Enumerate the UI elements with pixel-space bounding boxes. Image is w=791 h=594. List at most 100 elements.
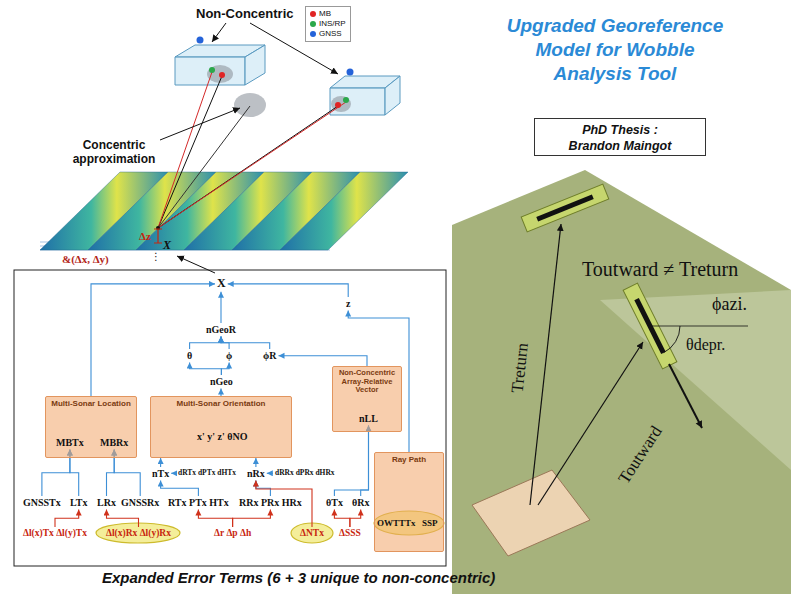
variable-node: ΔSSS [337,527,363,540]
connector [221,337,270,350]
variable-node: GNSSTx [21,496,63,510]
sensor-dots [197,37,354,109]
dz-bracket [154,229,162,243]
variable-label: x' y' z' θNO [197,431,248,443]
variable-node: MBRx [98,436,130,450]
variable-label: MBRx [100,437,128,449]
variable-label: GNSSTx [23,497,61,509]
annotation: ϕazi. [712,294,747,315]
swath-region [452,170,791,594]
variable-label: nTx [152,468,169,480]
variable-node: nGeo [208,375,235,389]
annotation: Δz [139,230,151,242]
variable-node: ΔNTx [298,527,326,540]
annotation: &(Δx, Δy) [62,253,109,265]
box-heading: Brandon Maingot [539,138,701,154]
annotation: θdepr. [686,336,725,354]
connector [171,473,176,474]
variable-node: Δl(x)Rx Δl(y)Rx [104,527,173,540]
annotation: X [163,238,171,253]
variable-node: dRRx dPRx dHRx [273,468,337,479]
legend-item: GNSS [310,29,346,39]
connector [361,426,369,497]
connector [279,356,368,366]
variable-label: GNSSRx [121,497,159,509]
connector [160,458,161,467]
variable-label: OWTTTx [377,518,416,528]
variable-label: z [346,298,350,310]
swath-light [600,290,791,470]
variable-node: nGeoR [204,323,238,337]
variable-label: nRx [247,468,265,480]
variable-node: ϕR [261,349,278,363]
connector [161,481,199,497]
connector [256,481,271,497]
variable-node: z [344,297,352,311]
ray-lines [158,72,346,228]
variable-node: dRTx dPTx dHTx [176,468,238,479]
variable-label: ΔNTx [300,528,324,539]
connector [334,510,350,528]
variable-node: RTx PTx HTx [166,496,231,510]
connector [55,510,79,528]
annotation: Toutward ≠ Treturn [582,258,738,281]
connector [228,284,349,297]
box-heading: Non-Concentric Array-Relative Vector [333,367,401,395]
variable-label: θTx [326,497,343,509]
connector [334,426,368,497]
variable-node: X [215,276,228,292]
variable-label: nGeo [210,376,233,388]
caption: Expanded Error Terms (6 + 3 unique to no… [102,569,495,586]
variable-label: dRRx dPRx dHRx [275,469,335,478]
variable-label: ϕR [263,350,276,362]
connector [190,363,222,376]
pointer-arrows [160,23,338,273]
variable-label: MBTx [56,437,84,449]
variable-label: θRx [352,497,369,509]
box-heading: Ray Path [375,453,443,464]
legend-item: INS/RP [310,19,346,29]
legend-swatch [310,31,316,37]
target-footprint [472,470,590,556]
variable-node: Δl(x)Tx Δl(y)Tx [21,527,89,540]
group-box: Non-Concentric Array-Relative Vector nLL [332,366,402,432]
transducer [521,184,609,232]
legend-text: MB [319,9,331,19]
variable-label: RTx PTx HTx [168,497,229,509]
thesis-box: PhD Thesis :Brandon Maingot [534,118,706,156]
connector [220,292,221,323]
group-box: Multi-Sonar Orientationx' y' z' θNO [150,396,292,458]
variable-node: θ [185,349,194,363]
connector [255,458,256,467]
variable-node: θRx [350,496,371,510]
legend-swatch [310,11,316,17]
variable-label: RRx PRx HRx [239,497,302,509]
variable-label: nLL [359,413,378,425]
variable-node: θTx [324,496,345,510]
connector [190,337,221,350]
variable-label: ΔSSS [339,528,361,539]
variable-label: nGeoR [206,324,236,336]
variable-label: θ [187,350,192,362]
connector [350,510,361,528]
annotation: Concentric approximation [62,138,166,167]
group-box: Multi-Sonar LocationMBTx MBRx [45,396,137,458]
group-box: Ray PathOWTTTx SSP [374,452,444,552]
variable-node: SSP [420,517,440,529]
variable-label: dRTx dPTx dHTx [178,469,236,478]
variable-node: Δr Δp Δh [212,527,253,540]
legend: MBINS/RPGNSS [305,6,351,42]
connector [267,473,273,474]
annotation: ⋮ [151,251,161,262]
variable-label: LRx [97,497,116,509]
variable-label: X [217,277,226,291]
variable-node: MBTx [54,436,86,450]
connector [198,510,232,528]
variable-label: Δl(x)Rx Δl(y)Rx [106,528,171,539]
variable-label: Δr Δp Δh [214,528,251,539]
connector [221,363,229,376]
box-heading: Multi-Sonar Location [46,397,136,408]
variable-label: ϕ [226,350,232,362]
variable-node: ϕ [224,349,234,363]
variable-node: OWTTTx [375,517,418,529]
